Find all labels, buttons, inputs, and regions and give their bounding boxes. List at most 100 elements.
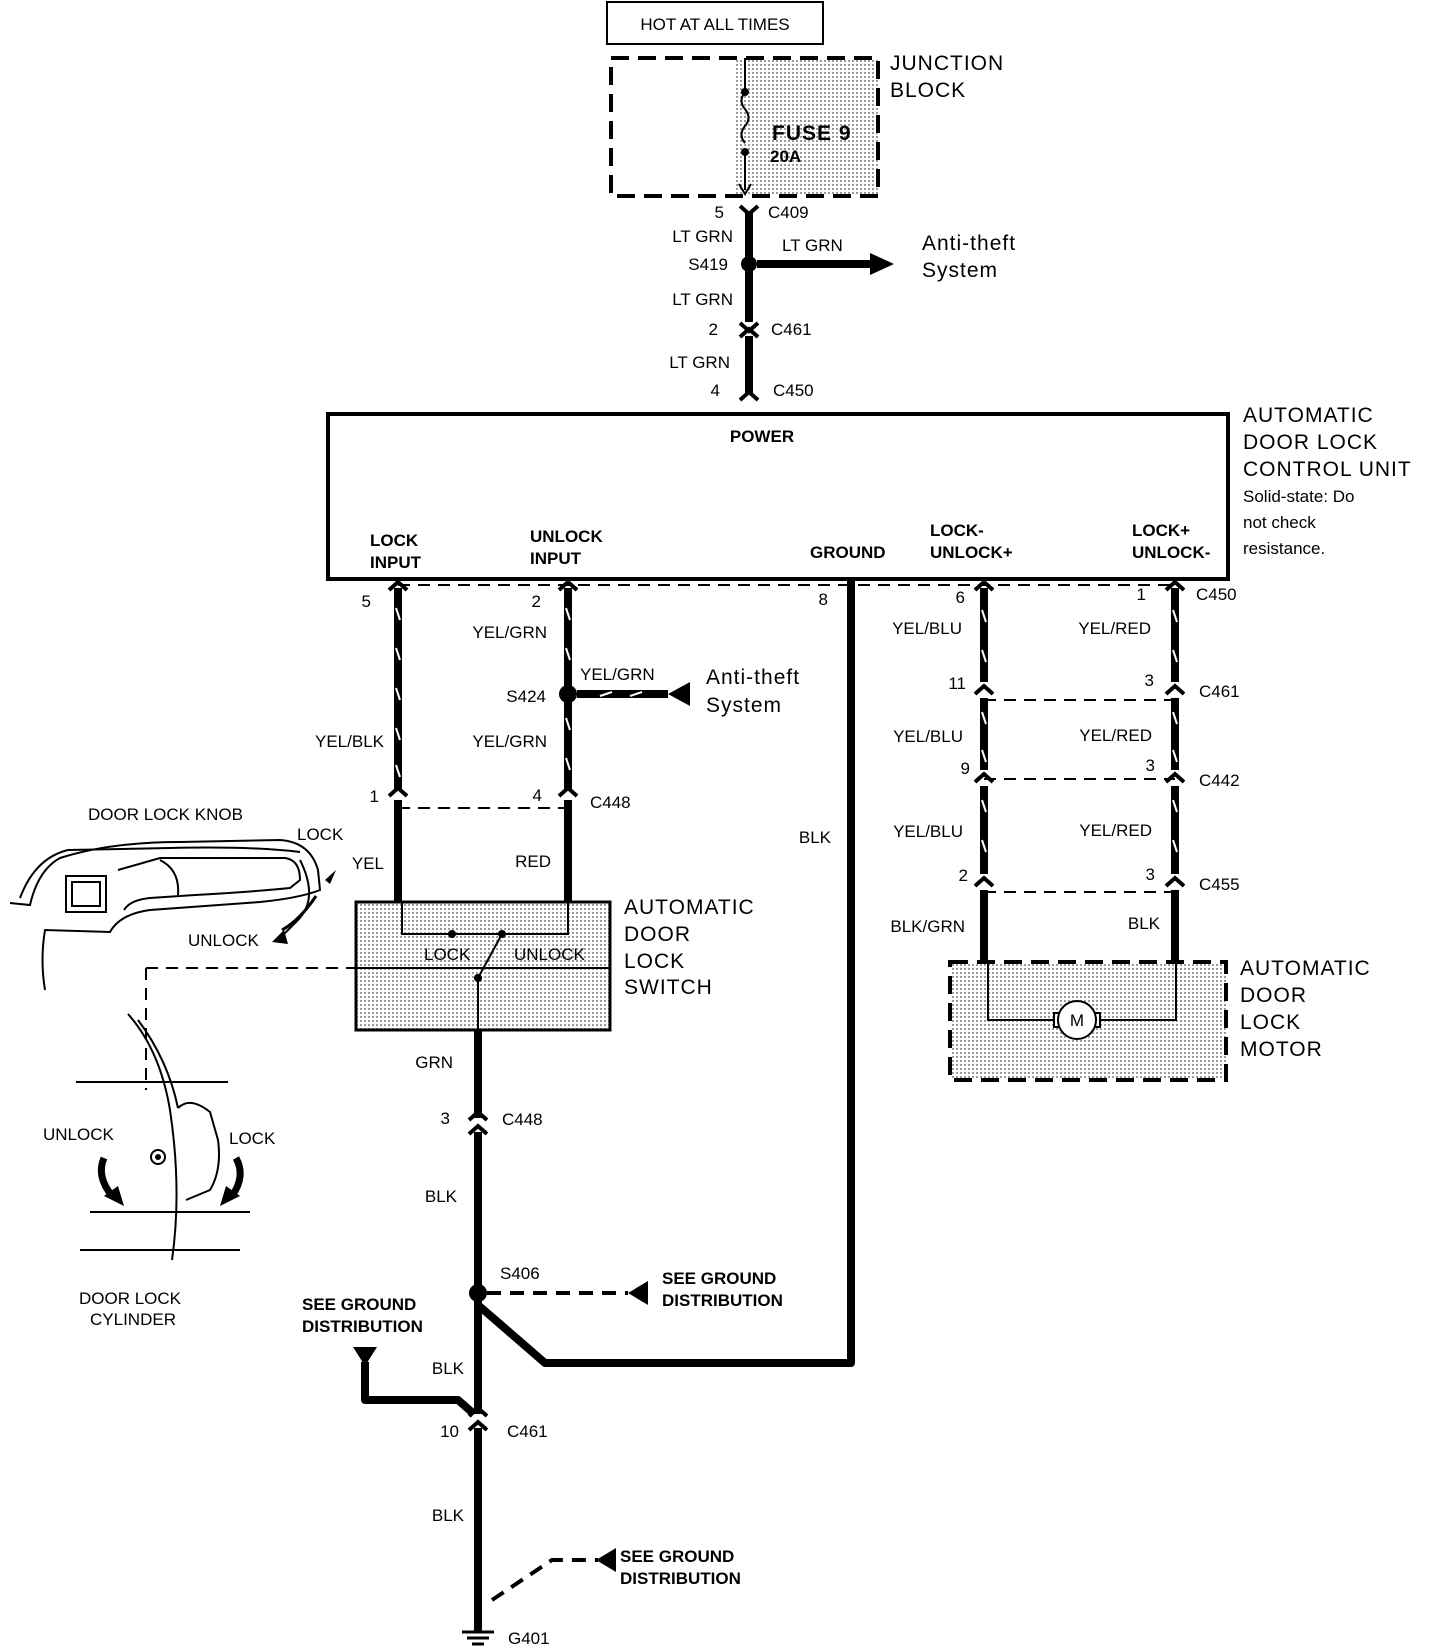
c409-pin: 5 xyxy=(715,203,724,222)
see-ground-1b: DISTRIBUTION xyxy=(662,1291,783,1310)
motor-symbol: M xyxy=(1070,1011,1084,1030)
s406-label: S406 xyxy=(500,1264,540,1283)
switch-title-3: LOCK xyxy=(624,950,685,973)
c455-label: C455 xyxy=(1199,875,1240,894)
lock-input-wire-color: YEL/BLK xyxy=(315,732,385,751)
fuse-label: FUSE 9 xyxy=(772,122,852,145)
door-lock-motor: M AUTOMATIC DOOR LOCK MOTOR xyxy=(948,957,1370,1082)
c461-label-bottom: C461 xyxy=(507,1422,548,1441)
switch-unlock-label: UNLOCK xyxy=(514,945,586,964)
switch-ground-wire-color: GRN xyxy=(415,1053,453,1072)
hot-at-all-times-label: HOT AT ALL TIMES xyxy=(640,15,789,34)
s424-branch-wire-color: YEL/GRN xyxy=(580,665,655,684)
c409-label: C409 xyxy=(768,203,809,222)
motor-icon xyxy=(1057,1000,1097,1040)
ground-distribution-arrow-icon xyxy=(628,1281,648,1305)
motor-circuit: YEL/BLU YEL/RED 11 3 C461 YEL/BLU YEL/RE… xyxy=(890,579,1240,962)
fuse-rating: 20A xyxy=(770,147,801,166)
c450-label-top: C450 xyxy=(773,381,814,400)
antitheft-label-4: System xyxy=(706,694,782,717)
c450-pin-lock: 5 xyxy=(362,592,371,611)
splice-s406 xyxy=(469,1284,487,1302)
power-terminal-label: POWER xyxy=(730,427,794,446)
control-unit-title-3: CONTROL UNIT xyxy=(1243,458,1412,481)
see-ground-3a: SEE GROUND xyxy=(620,1547,734,1566)
s424-label: S424 xyxy=(506,687,546,706)
splice-s419 xyxy=(741,256,757,272)
lp-wire-color-4: BLK xyxy=(1128,914,1161,933)
control-unit: POWER LOCK INPUT UNLOCK INPUT GROUND LOC… xyxy=(326,404,1412,581)
lp-wire-color-1: YEL/RED xyxy=(1078,619,1151,638)
knob-title: DOOR LOCK KNOB xyxy=(88,805,243,824)
unlock-wire-red: RED xyxy=(515,852,551,871)
c450-pin-lm: 6 xyxy=(956,588,965,607)
knob-unlock-label: UNLOCK xyxy=(188,931,260,950)
left-ground-distribution-icon xyxy=(353,1347,377,1366)
lp-wire-color-3: YEL/RED xyxy=(1079,821,1152,840)
feed-wire-color-2: LT GRN xyxy=(672,290,733,309)
hot-at-all-times-box: HOT AT ALL TIMES xyxy=(606,1,824,45)
lm-wire-color-2: YEL/BLU xyxy=(893,727,963,746)
c442-pin-3: 3 xyxy=(1146,756,1155,775)
control-unit-note-3: resistance. xyxy=(1243,539,1325,558)
switch-title-2: DOOR xyxy=(624,923,691,946)
c461-pin-11: 11 xyxy=(948,674,966,693)
see-ground-2b: DISTRIBUTION xyxy=(302,1317,423,1336)
switch-title-1: AUTOMATIC xyxy=(624,896,755,919)
feed-wire-color-1: LT GRN xyxy=(672,227,733,246)
cylinder-lock-label: LOCK xyxy=(229,1129,276,1148)
control-unit-title-2: DOOR LOCK xyxy=(1243,431,1378,454)
c448-pin-3: 3 xyxy=(441,1109,450,1128)
control-unit-title-1: AUTOMATIC xyxy=(1243,404,1374,427)
ground-wire-color-3: BLK xyxy=(432,1506,465,1525)
splice-s424 xyxy=(559,685,577,703)
motor-title-2: DOOR xyxy=(1240,984,1307,1007)
door-lock-knob-illustration: DOOR LOCK KNOB LOCK UNLOCK xyxy=(9,805,356,1090)
see-ground-2a: SEE GROUND xyxy=(302,1295,416,1314)
see-ground-3b: DISTRIBUTION xyxy=(620,1569,741,1588)
lock-plus-label-2: UNLOCK- xyxy=(1132,543,1210,562)
knob-lock-label: LOCK xyxy=(297,825,344,844)
lock-minus-label-2: UNLOCK+ xyxy=(930,543,1013,562)
junction-block-title-2: BLOCK xyxy=(890,79,966,102)
lp-wire-color-2: YEL/RED xyxy=(1079,726,1152,745)
knob-unlock-arrow-icon xyxy=(272,930,288,944)
lock-wire-yel: YEL xyxy=(352,854,384,873)
control-unit-note-2: not check xyxy=(1243,513,1316,532)
lock-minus-label-1: LOCK- xyxy=(930,521,984,540)
cylinder-unlock-label: UNLOCK xyxy=(43,1125,115,1144)
c450-pin-unlock: 2 xyxy=(532,592,541,611)
unlock-wire-color-2: YEL/GRN xyxy=(472,732,547,751)
cylinder-unlock-arrow-icon xyxy=(104,1186,124,1206)
door-lock-cylinder-illustration: UNLOCK LOCK DOOR LOCK CYLINDER xyxy=(43,1013,276,1329)
c450-pin-4: 4 xyxy=(711,381,720,400)
c461-label-right: C461 xyxy=(1199,682,1240,701)
c450-pin-ground: 8 xyxy=(819,590,828,609)
cylinder-title-2: CYLINDER xyxy=(90,1310,176,1329)
c448-label-top: C448 xyxy=(590,793,631,812)
ground-wire-color-2: BLK xyxy=(432,1359,465,1378)
lock-input-label-1: LOCK xyxy=(370,531,419,550)
motor-title-3: LOCK xyxy=(1240,1011,1301,1034)
cylinder-title-1: DOOR LOCK xyxy=(79,1289,182,1308)
s419-label: S419 xyxy=(688,255,728,274)
c448-pin-4: 4 xyxy=(533,786,542,805)
c455-pin-3: 3 xyxy=(1146,865,1155,884)
bottom-ground-distribution-icon xyxy=(596,1548,616,1572)
unlock-input-label-2: INPUT xyxy=(530,549,582,568)
c461-pin-3: 3 xyxy=(1145,671,1154,690)
lm-wire-color-4: BLK/GRN xyxy=(890,917,965,936)
feed-wire-color-3: LT GRN xyxy=(669,353,730,372)
ground-symbol-icon xyxy=(462,1630,494,1646)
control-unit-note-1: Solid-state: Do xyxy=(1243,487,1355,506)
c461-pin-10: 10 xyxy=(440,1422,459,1441)
antitheft-label-2: System xyxy=(922,259,998,282)
antitheft-branch-icon xyxy=(668,682,690,706)
g401-label: G401 xyxy=(508,1629,550,1648)
knob-lock-arrow-icon xyxy=(325,870,336,884)
control-unit-ground-wire-color: BLK xyxy=(799,828,832,847)
lm-wire-color-3: YEL/BLU xyxy=(893,822,963,841)
c461-pin-2: 2 xyxy=(709,320,718,339)
c461-label-top: C461 xyxy=(771,320,812,339)
